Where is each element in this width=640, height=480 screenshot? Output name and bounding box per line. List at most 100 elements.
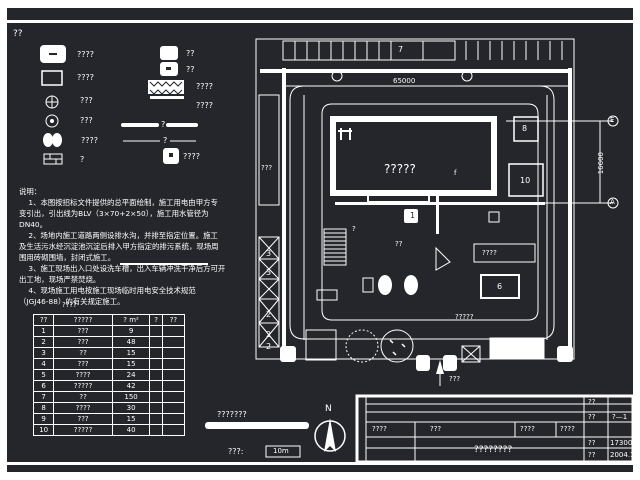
branch-pipe: [436, 194, 439, 234]
project-title: ????????: [474, 445, 513, 455]
fence-line-icon: [150, 96, 184, 99]
legend-label-storage: ????: [77, 73, 94, 82]
sheet-top-border: [0, 0, 640, 8]
notes-line-8: 出工地，现场严禁焚烧。: [19, 275, 101, 284]
gate-post-left: [280, 346, 296, 362]
scale-title: ???????: [217, 410, 247, 419]
stall-label-3b: 3: [266, 268, 272, 277]
tb-cell: ??: [588, 451, 596, 459]
small-store: [488, 211, 500, 223]
stall-label-3a: 3: [266, 249, 272, 258]
sheet-bottom-rule: [7, 462, 633, 465]
scale-bar-strip: [205, 422, 309, 429]
sheet-inner-rule: [0, 20, 640, 23]
brick-yard: [323, 228, 347, 266]
axis-markers: [331, 70, 619, 209]
tb-cell: 2004.1: [610, 451, 635, 459]
field-office-icon: [40, 45, 66, 63]
notes-line-5: 及生活污水经沉淀池沉淀后排入甲方指定的排污系统，现场周: [19, 242, 219, 251]
schedule-caption: ????: [62, 301, 77, 309]
scale-unit: 10m: [273, 447, 289, 455]
inner-road: [321, 103, 539, 321]
site-boundary: [255, 38, 575, 360]
entrance-arrow-icon: [436, 360, 444, 374]
tb-cell: ??: [588, 413, 596, 421]
table-row: 1???9: [32, 325, 186, 337]
building-10-label: 10: [520, 176, 531, 185]
main-building-mark: f: [454, 169, 457, 177]
main-building-label: ?????: [384, 162, 416, 176]
tb-cell: ????: [372, 425, 387, 433]
table-row: 5????24: [32, 369, 186, 381]
toilet-icon: [163, 148, 179, 164]
table-row: 4???15: [32, 358, 186, 370]
top-building-number: 7: [398, 45, 404, 54]
gate-post-mid-left: [416, 355, 430, 371]
sheet-title: ??: [13, 29, 23, 39]
rebar-yard-icon: [148, 80, 184, 95]
legend-label-cylinders: ????: [81, 136, 98, 145]
notes-heading: 说明：: [19, 187, 42, 196]
top-buildings: [282, 40, 563, 61]
cylinder-pair-icon: [43, 133, 62, 147]
fire-extinguisher-icon: [45, 114, 59, 128]
legend-label-rebar: ????: [196, 82, 213, 91]
tb-cell: ??: [588, 439, 596, 447]
gate-icon: [160, 46, 178, 60]
legend-label-bricks: ?: [80, 155, 85, 164]
schedule-header: ?????: [53, 314, 113, 326]
table-row: 2???48: [32, 336, 186, 348]
tb-cell: 17300: [610, 439, 633, 447]
gate-post-right: [557, 346, 573, 362]
notes-line-1: 1、本图按招标文件提供的总平面绘制，施工用电由甲方专: [19, 198, 218, 207]
legend-label-extinguisher: ???: [80, 116, 93, 125]
mixer-station: [316, 275, 418, 301]
building-10: [508, 163, 544, 197]
building-8-label: 8: [522, 124, 528, 133]
notes-line-2: 变引出，引出线为BLV（3×70+2×50），施工用水管径为: [19, 209, 209, 218]
outer-road: [289, 85, 555, 340]
building-6-label: 6: [497, 282, 503, 291]
schedule-header-row: ?? ????? ? m² ? ??: [32, 314, 186, 326]
legend-label-pipe: ?: [161, 120, 166, 129]
gate-post-mid-right: [443, 355, 457, 371]
legend-label-field-office: ????: [77, 50, 94, 59]
west-stall-label: ???: [261, 164, 273, 172]
notes-line-7: 3、施工现场出入口处设洗车槽，出入车辆冲洗干净后方可开: [19, 264, 226, 273]
schedule-header: ?: [149, 314, 163, 326]
schedule-header: ??: [32, 314, 55, 326]
north-fence: [260, 69, 570, 73]
scale-label: ???:: [228, 447, 244, 456]
notes-rule: [120, 263, 208, 265]
table-row: 9???15: [32, 413, 186, 425]
legend-label-fence: ????: [196, 101, 213, 110]
north-arrow-icon: [314, 418, 346, 452]
main-building: [330, 116, 497, 203]
building-6: [480, 274, 520, 299]
tb-cell: ????: [560, 425, 575, 433]
table-row: 7??150: [32, 391, 186, 403]
table-row: 3??15: [32, 347, 186, 359]
storage-box-icon: [41, 70, 63, 86]
south-facilities: [305, 329, 545, 363]
schedule-header: ??: [161, 314, 186, 326]
yard-label-b: ?: [352, 225, 356, 233]
dim-vertical: 16600: [597, 152, 605, 175]
west-stalls: [258, 94, 280, 348]
stall-label-2a: 2: [266, 310, 272, 319]
legend-label-hydrant: ???: [80, 96, 93, 105]
post-icon: [160, 62, 178, 76]
sheet-left-border: [0, 8, 7, 472]
tb-cell: ??: [588, 398, 596, 406]
legend-label-gate: ??: [186, 49, 195, 58]
toilet-block-label: 1: [410, 211, 416, 220]
entrance-label: ???: [449, 375, 461, 383]
sheet-right-border: [633, 8, 640, 472]
notes-line-6: 围用砖砌围墙，封闭式施工。: [19, 253, 116, 262]
supply-pipe: [335, 202, 545, 205]
stall-label-2b: 2: [266, 330, 272, 339]
hydrant-icon: [45, 95, 59, 109]
table-row: 10?????40: [32, 424, 186, 436]
legend-label-toilet: ????: [183, 152, 200, 161]
